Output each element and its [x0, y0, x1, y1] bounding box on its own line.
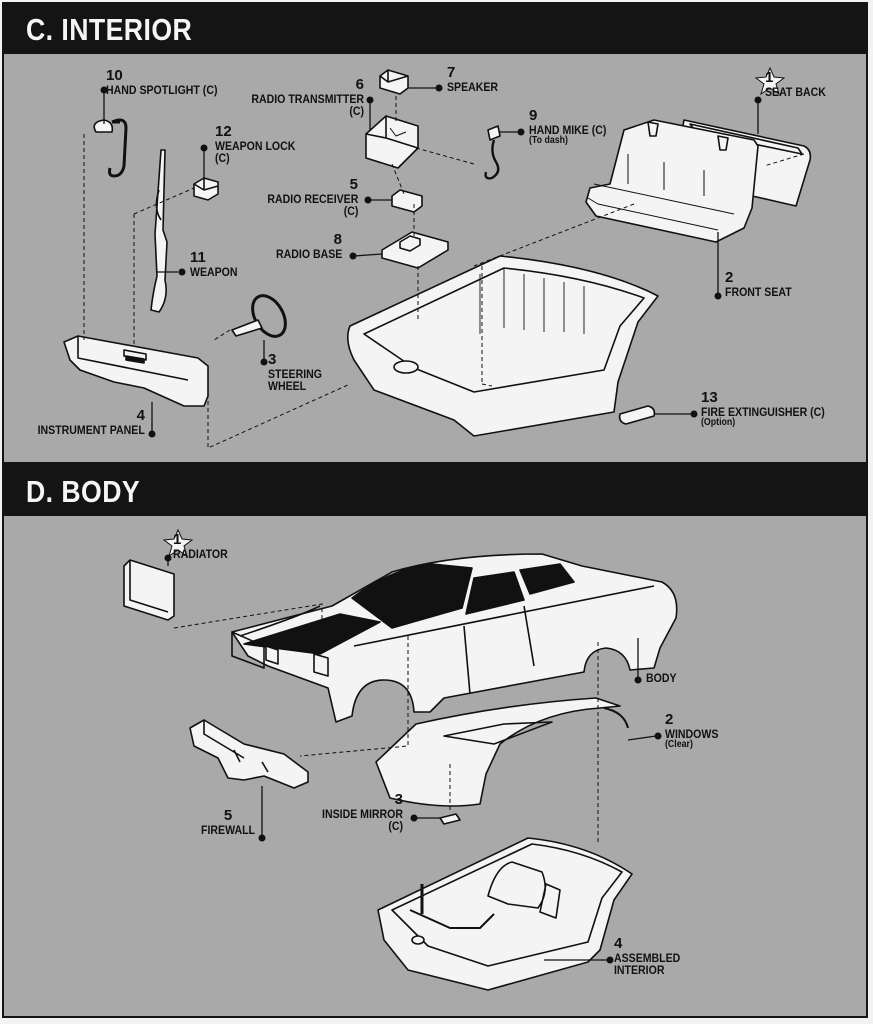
callout-hand-spotlight: 10 HAND SPOTLIGHT (C): [106, 67, 218, 97]
car-body-part: [231, 553, 678, 723]
interior-assembly-guides: [83, 96, 805, 449]
assembled-interior-part: [377, 837, 633, 991]
callout-front-seat: 2 FRONT SEAT: [725, 269, 792, 299]
interior-exploded-diagram: [63, 66, 812, 449]
front-seat-part: [585, 119, 759, 243]
interior-leader-lines: [103, 87, 759, 432]
body-star-icon: [162, 528, 194, 558]
radio-receiver-part: [391, 189, 423, 213]
interior-section: C. INTERIOR: [2, 2, 868, 464]
interior-tub-part: [346, 255, 659, 437]
body-exploded-diagram: [123, 528, 678, 991]
body-section-title: D. BODY: [26, 474, 141, 509]
callout-body: BODY: [646, 671, 677, 685]
callout-seat-back: 1 SEAT BACK: [765, 69, 826, 99]
speaker-part: [379, 69, 409, 95]
fire-extinguisher-part: [618, 405, 656, 425]
callout-assembled-interior: 4 ASSEMBLED INTERIOR: [614, 935, 681, 978]
weapon-part: [150, 149, 168, 313]
radio-base-part: [381, 231, 449, 269]
callout-speaker: 7 SPEAKER: [447, 64, 499, 94]
callout-radio-transmitter: 6 RADIO TRANSMITTER (C): [251, 76, 364, 119]
callout-inside-mirror: 3 INSIDE MIRROR (C): [322, 791, 403, 834]
interior-callout-dots: [100, 84, 762, 438]
firewall-part: [189, 719, 309, 789]
callout-firewall: 5 FIREWALL: [201, 807, 255, 837]
callout-radio-base: 8 RADIO BASE: [275, 231, 342, 261]
interior-section-title: C. INTERIOR: [26, 12, 193, 47]
hand-mike-part: [484, 125, 501, 180]
windows-part: [375, 697, 629, 807]
radiator-part: [123, 559, 175, 621]
instrument-panel-part: [63, 335, 209, 407]
hand-spotlight-part: [93, 118, 128, 178]
body-assembly-guides: [173, 603, 599, 842]
interior-star-icon: [754, 66, 786, 96]
callout-instrument-panel: 4 INSTRUMENT PANEL: [37, 407, 145, 437]
body-section-header: D. BODY: [4, 466, 866, 516]
callout-weapon: 11 WEAPON: [190, 249, 238, 279]
inside-mirror-part: [439, 813, 461, 825]
steering-wheel-part: [231, 294, 287, 338]
body-callout-dots: [164, 554, 662, 964]
callout-weapon-lock: 12 WEAPON LOCK (C): [215, 123, 296, 166]
callout-fire-extinguisher: 13 FIRE EXTINGUISHER (C) (Option): [701, 389, 825, 429]
callout-radio-receiver: 5 RADIO RECEIVER (C): [267, 176, 358, 219]
radio-transmitter-part: [365, 115, 419, 169]
callout-windows: 2 WINDOWS (Clear): [665, 711, 719, 751]
callout-steering-wheel: 3 STEERING WHEEL: [268, 351, 322, 394]
interior-section-header: C. INTERIOR: [4, 4, 866, 54]
callout-hand-mike: 9 HAND MIKE (C) (To dash): [529, 107, 607, 147]
weapon-lock-part: [193, 177, 219, 201]
callout-radiator: 1 RADIATOR: [173, 531, 228, 561]
body-section: D. BODY: [2, 464, 868, 1018]
